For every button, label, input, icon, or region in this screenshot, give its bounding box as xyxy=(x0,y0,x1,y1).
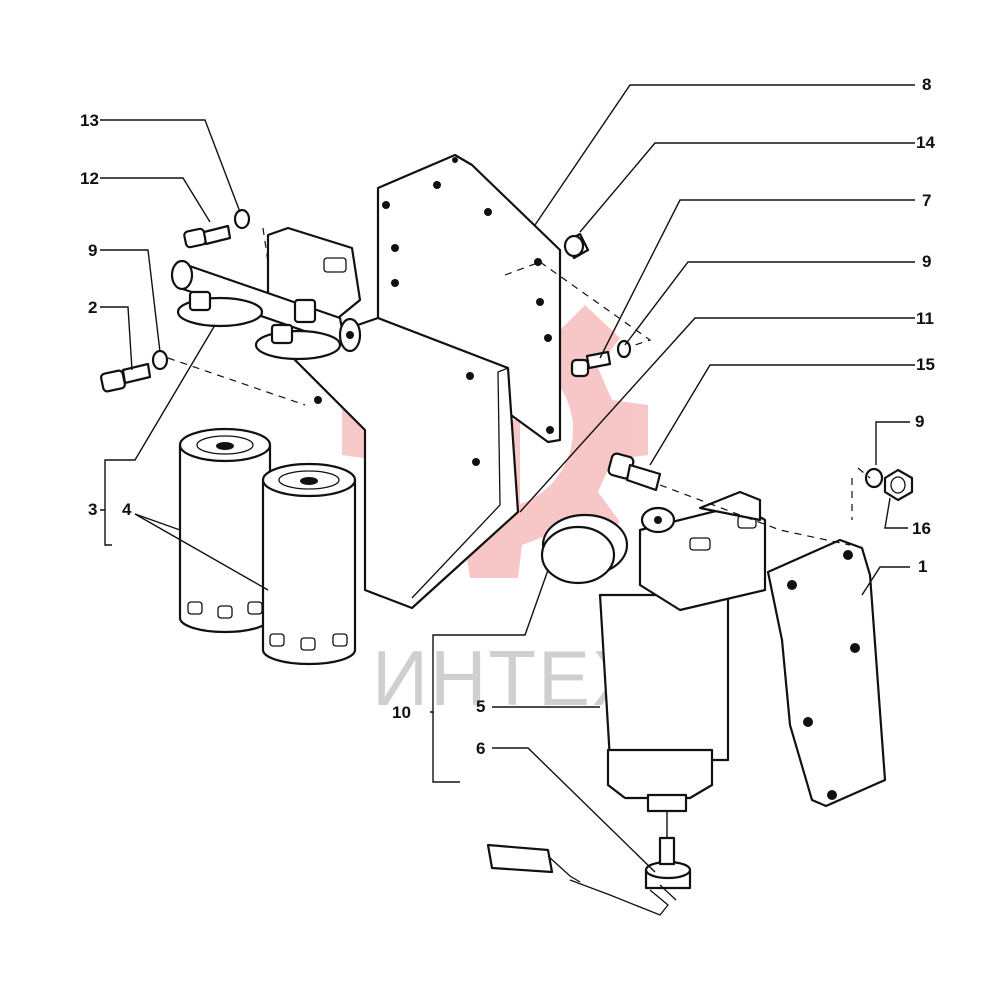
spacer-14 xyxy=(563,232,590,260)
callout-11: 11 xyxy=(916,309,934,328)
callout-9-right: 9 xyxy=(915,412,924,431)
callout-6: 6 xyxy=(476,739,485,758)
callout-2: 2 xyxy=(88,298,97,317)
bolt-15 xyxy=(607,452,662,492)
water-sensor xyxy=(486,812,692,916)
washer-13 xyxy=(233,208,251,230)
callout-12: 12 xyxy=(80,169,99,188)
nut-16 xyxy=(883,468,914,502)
callout-4: 4 xyxy=(122,500,132,519)
callout-8: 8 xyxy=(922,75,931,94)
leader-lines xyxy=(100,84,915,873)
assembly-lines xyxy=(167,227,871,546)
callout-3: 3 xyxy=(88,500,97,519)
callout-1: 1 xyxy=(918,557,927,576)
bolt-12 xyxy=(183,224,232,249)
callout-16: 16 xyxy=(912,519,931,538)
callout-10: 10 xyxy=(392,703,411,722)
washer-9-right xyxy=(864,467,884,489)
callout-15: 15 xyxy=(916,355,935,374)
bolt-7 xyxy=(570,350,612,378)
callout-14: 14 xyxy=(916,133,935,152)
callout-13: 13 xyxy=(80,111,99,130)
filter-cartridge-right xyxy=(261,462,357,666)
callout-labels: 13 12 9 2 3 4 8 14 7 9 11 15 9 16 1 10 5… xyxy=(80,75,935,758)
washer-9-left xyxy=(151,349,169,371)
angle-bracket xyxy=(283,316,520,610)
filter-cartridge-left xyxy=(178,427,272,634)
fuel-prefilter xyxy=(540,490,767,813)
callout-7: 7 xyxy=(922,191,931,210)
filter-head xyxy=(170,226,362,361)
support-bracket xyxy=(766,538,887,808)
callout-9-center: 9 xyxy=(922,252,931,271)
washer-9-center xyxy=(616,339,632,359)
bolt-2 xyxy=(100,362,152,393)
callout-9-left: 9 xyxy=(88,241,97,260)
callout-5: 5 xyxy=(476,697,485,716)
